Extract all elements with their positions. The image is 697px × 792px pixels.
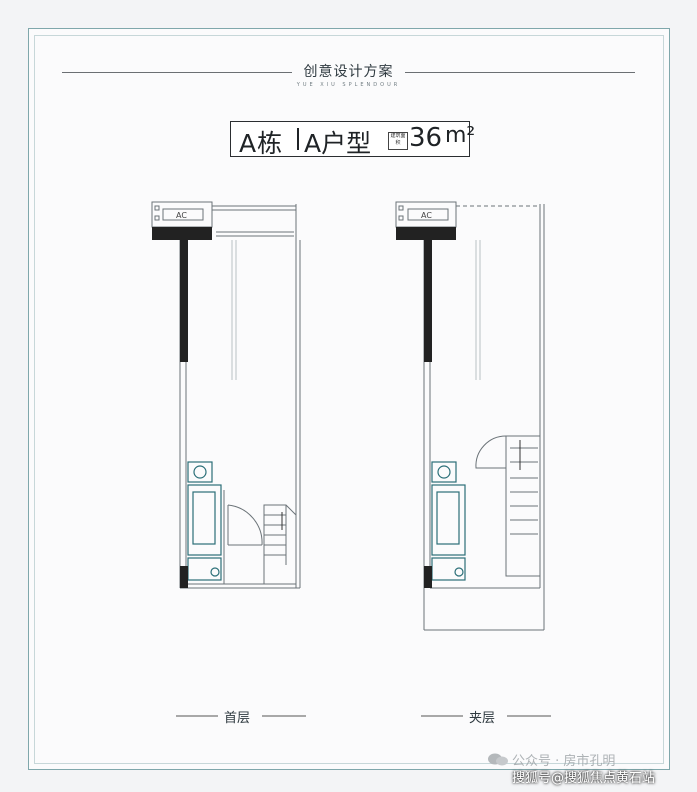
mezz-drain-2 xyxy=(398,215,404,221)
ground-drain-1 xyxy=(154,205,160,211)
mezz-wall-band xyxy=(396,227,456,240)
page-subtitle: YUE XIU SPLENDOUR xyxy=(296,82,401,88)
mezz-walls-solid xyxy=(396,227,456,588)
ground-counter xyxy=(187,484,222,556)
ground-ac-label: AC xyxy=(176,211,187,220)
mezz-wall-column xyxy=(424,240,432,362)
mezz-stove xyxy=(431,557,466,581)
unit-type: A户型 xyxy=(304,129,372,158)
ground-fixtures xyxy=(187,461,222,581)
mezz-sink xyxy=(436,491,460,545)
mezz-washer xyxy=(431,461,457,483)
area-unit: m² xyxy=(445,123,476,148)
mezz-stair-curve xyxy=(475,435,507,469)
title-rule-left xyxy=(62,72,292,73)
ground-ac-unit xyxy=(162,208,204,221)
unit-title-box: A栋 A户型 建筑面积 36 m² xyxy=(230,121,475,158)
mezz-floor-plan xyxy=(395,201,545,631)
watermark-account: 公众号 · 房市孔明 xyxy=(512,754,616,769)
ground-wall-column xyxy=(180,240,188,362)
mezz-wall-stub xyxy=(424,566,432,588)
wechat-icon xyxy=(488,753,508,766)
area-value: 36 xyxy=(409,123,443,153)
mezz-ac-label: AC xyxy=(421,211,432,220)
ground-wall-band xyxy=(152,227,212,240)
mezz-ac-unit xyxy=(407,208,449,221)
watermark-source: 搜狐号@搜狐焦点黄石站 xyxy=(512,771,656,786)
ground-walls-solid xyxy=(152,227,212,588)
title-divider xyxy=(297,128,299,150)
area-tag: 建筑面积 xyxy=(388,132,408,150)
mezz-stair-box xyxy=(505,435,541,577)
ground-floor-label: 首层 xyxy=(224,711,251,726)
building-name: A栋 xyxy=(239,129,284,158)
ground-stove xyxy=(187,557,222,581)
ground-sink xyxy=(192,491,216,545)
inner-frame xyxy=(34,35,664,764)
ground-drain-2 xyxy=(154,215,160,221)
ground-washer xyxy=(187,461,213,483)
mezz-drain-1 xyxy=(398,205,404,211)
ground-floor-plan xyxy=(151,201,301,589)
ground-washer-drum xyxy=(193,465,207,479)
mezz-washer-drum xyxy=(437,465,451,479)
title-rule-right xyxy=(405,72,635,73)
ground-burner xyxy=(210,567,220,577)
ground-door-swing xyxy=(227,504,263,546)
mezz-fixtures xyxy=(431,461,466,581)
mezz-burner xyxy=(454,567,464,577)
mezz-counter xyxy=(431,484,466,556)
ground-wall-stub xyxy=(180,566,188,588)
page-title: 创意设计方案 xyxy=(303,64,394,80)
mezz-floor-label: 夹层 xyxy=(469,711,496,726)
